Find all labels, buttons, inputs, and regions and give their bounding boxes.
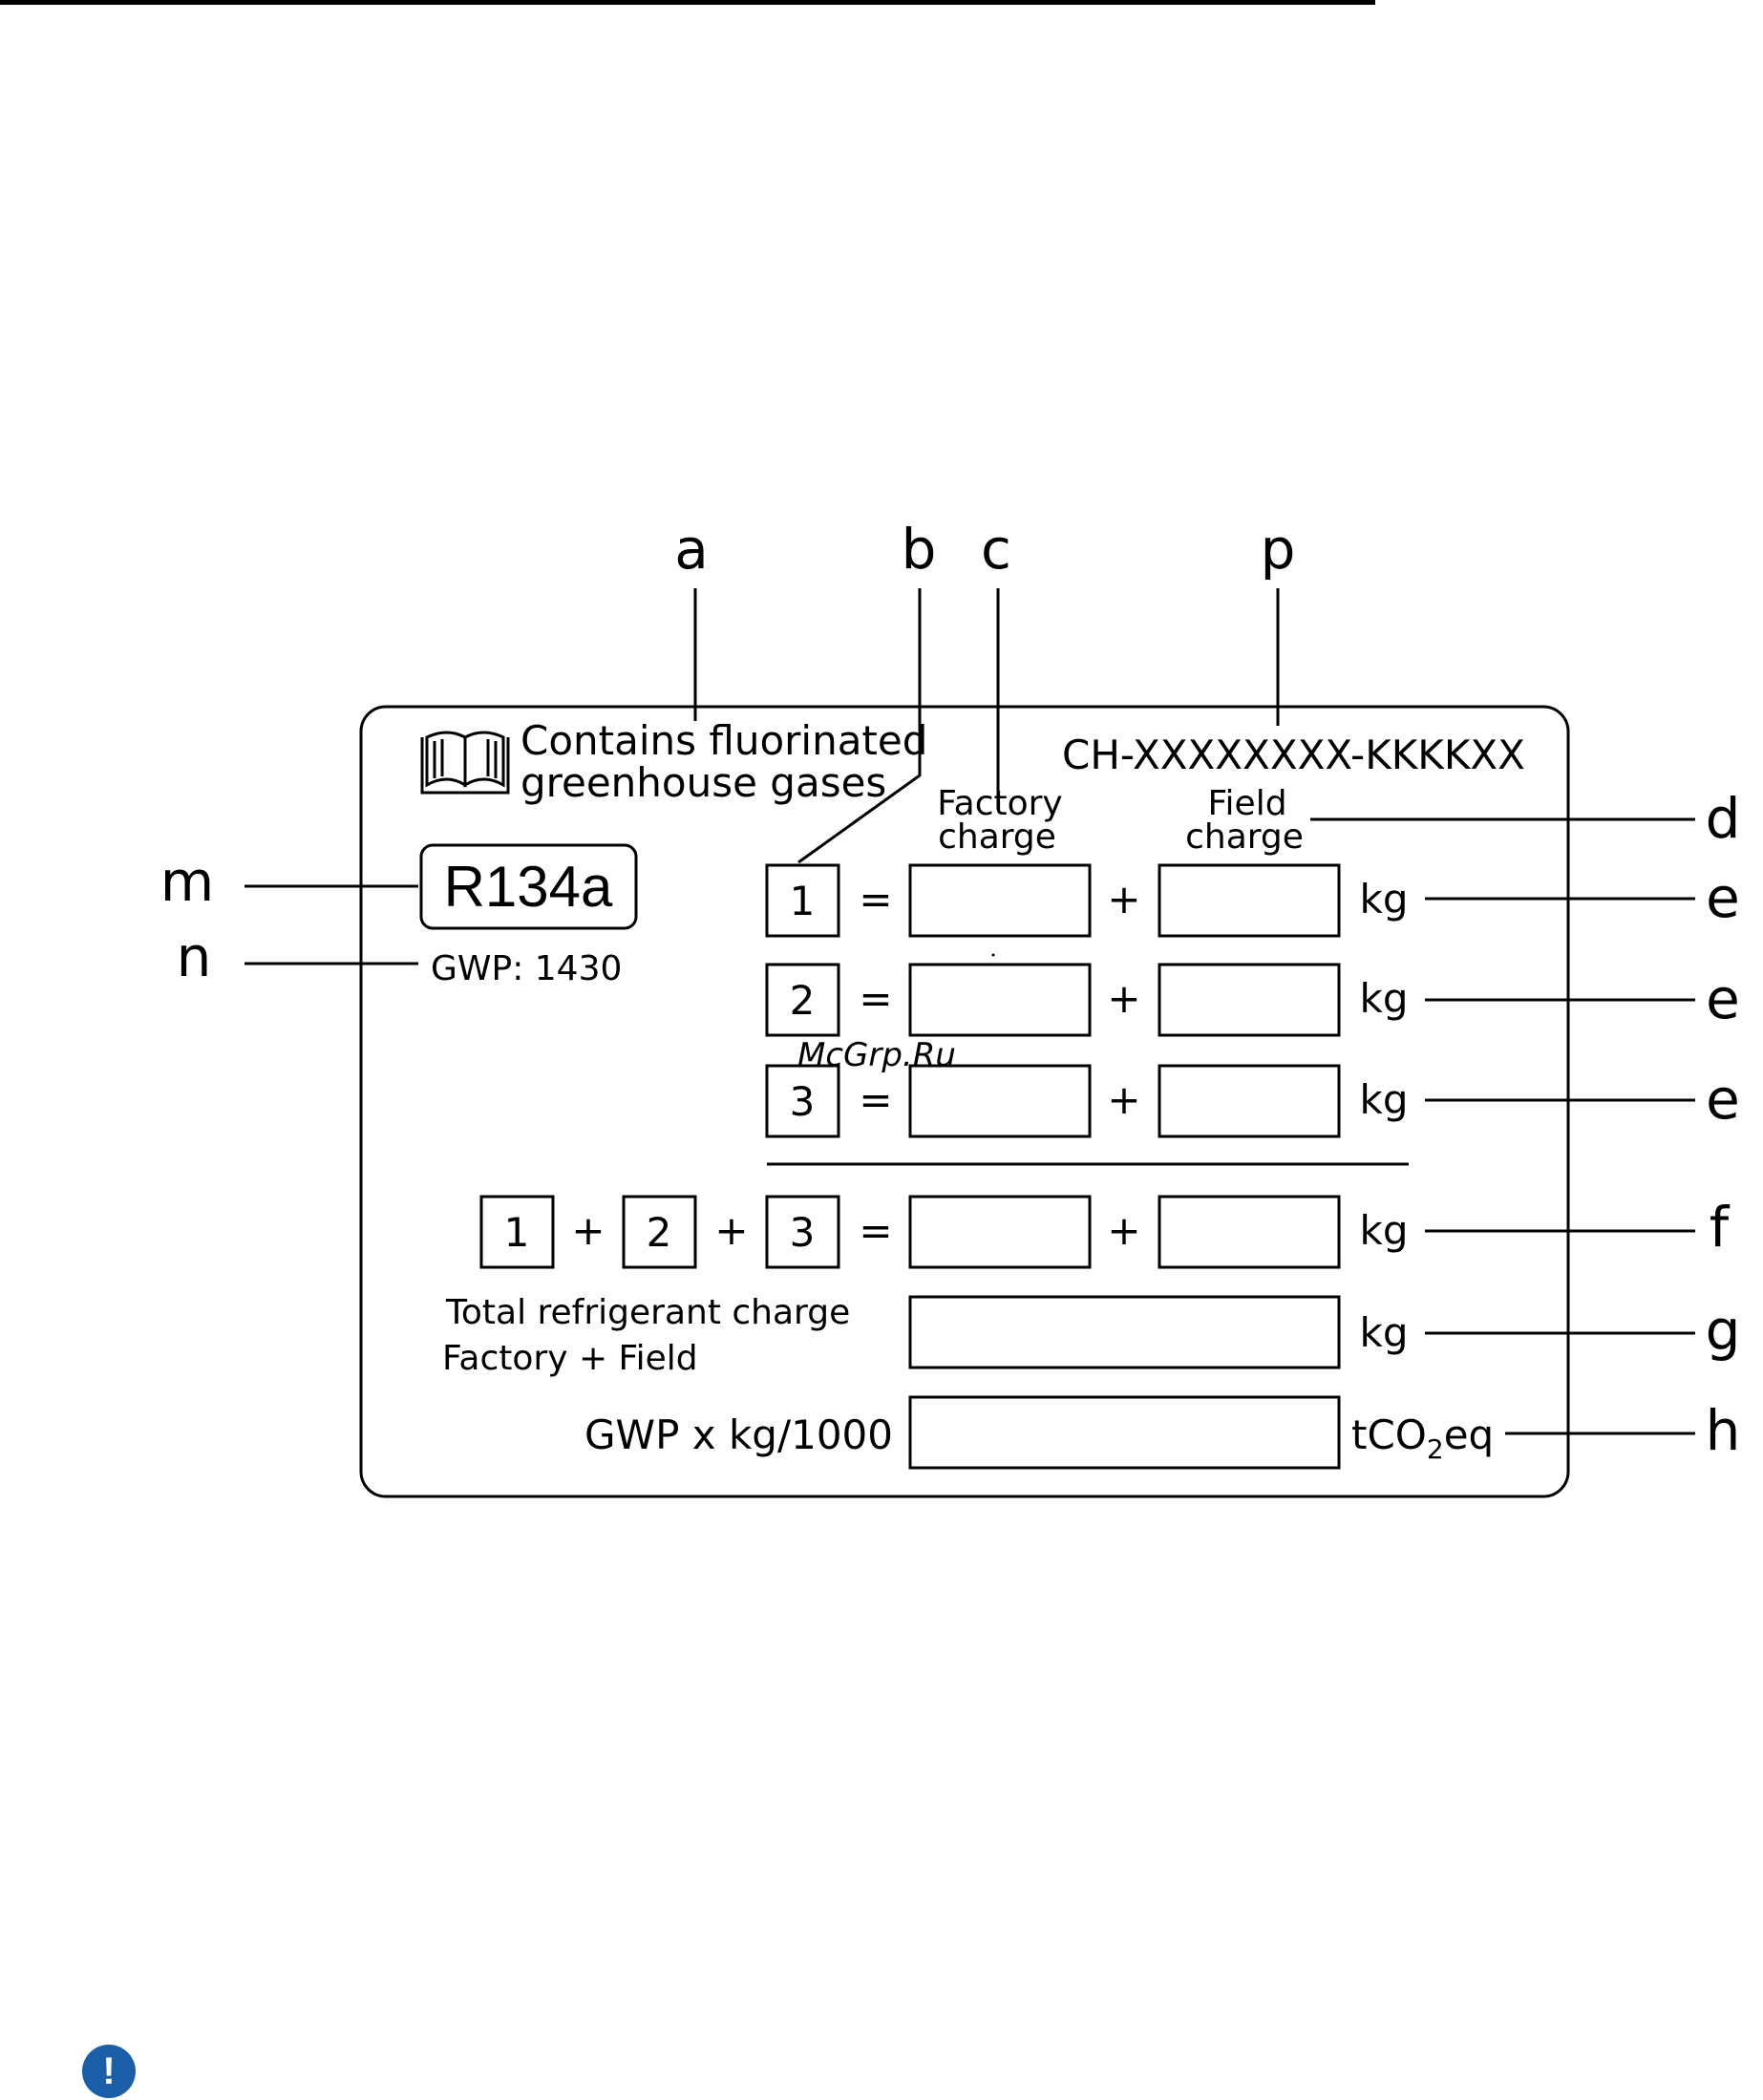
co2-unit-eq: eq	[1444, 1411, 1495, 1458]
row-number: 2	[790, 977, 816, 1024]
callout-f: f	[1710, 1195, 1731, 1260]
stray-dot	[992, 954, 995, 957]
unit-kg: kg	[1360, 876, 1409, 923]
contains-line-1: Contains fluorinated	[520, 717, 927, 764]
factory-charge-field[interactable]	[910, 965, 1090, 1035]
callout-p: p	[1261, 517, 1296, 582]
co2-unit-t: tCO	[1351, 1411, 1427, 1458]
callout-n: n	[177, 924, 212, 989]
callout-d: d	[1706, 786, 1741, 851]
co2-unit: tCO2eq	[1351, 1411, 1494, 1465]
sum-number-1: 1	[504, 1209, 530, 1256]
plus-sign: +	[1107, 876, 1140, 923]
field-charge-field[interactable]	[1159, 865, 1339, 936]
equals-sign: =	[859, 975, 892, 1022]
plus-sign: +	[1107, 975, 1140, 1022]
plus-sign: +	[1107, 1207, 1140, 1254]
charge-row-1: 1 = + kg	[767, 865, 1408, 936]
factory-charge-field[interactable]	[910, 865, 1090, 936]
callout-e-1: e	[1706, 865, 1740, 930]
gwp-value: GWP: 1430	[431, 949, 622, 988]
sum-number-3: 3	[790, 1209, 816, 1256]
charge-row-3: 3 = + kg	[767, 1066, 1408, 1136]
refrigerant-name: R134a	[444, 855, 613, 919]
unit-kg: kg	[1360, 1076, 1409, 1123]
book-icon	[422, 732, 508, 793]
callout-g: g	[1706, 1298, 1741, 1363]
co2-equivalent-field[interactable]	[910, 1397, 1339, 1468]
factory-header-2: charge	[938, 817, 1056, 857]
row-number: 1	[790, 878, 816, 924]
callout-b: b	[902, 517, 937, 582]
co2-unit-sub: 2	[1427, 1433, 1444, 1465]
total-unit-kg: kg	[1360, 1309, 1409, 1356]
field-charge-field[interactable]	[1159, 1066, 1339, 1136]
unit-kg: kg	[1360, 1207, 1409, 1254]
callout-a: a	[674, 517, 709, 582]
total-line-2: Factory + Field	[442, 1339, 698, 1378]
charge-row-2: 2 = + kg	[767, 965, 1408, 1035]
equals-sign: =	[859, 1207, 892, 1254]
callout-h: h	[1706, 1398, 1741, 1463]
sum-field-field[interactable]	[1159, 1197, 1339, 1267]
serial-number: CH-XXXXXXXX-KKKKXX	[1062, 732, 1525, 778]
sum-row: 1 + 2 + 3 = + kg	[481, 1197, 1408, 1267]
callout-e-2: e	[1706, 966, 1740, 1031]
row-number: 3	[790, 1078, 816, 1125]
gwp-formula: GWP x kg/1000	[584, 1411, 893, 1458]
plus-sign: +	[1107, 1076, 1140, 1123]
plus-sign: +	[571, 1207, 605, 1254]
watermark: McGrp.Ru	[797, 1036, 956, 1074]
callout-c: c	[981, 517, 1011, 582]
unit-kg: kg	[1360, 975, 1409, 1022]
equals-sign: =	[859, 1076, 892, 1123]
equals-sign: =	[859, 876, 892, 923]
factory-charge-field[interactable]	[910, 1066, 1090, 1136]
total-line-1: Total refrigerant charge	[445, 1293, 850, 1332]
callout-e-3: e	[1706, 1067, 1740, 1132]
exclamation-icon: !	[82, 2045, 136, 2098]
plus-sign: +	[714, 1207, 748, 1254]
sum-number-2: 2	[647, 1209, 672, 1256]
field-charge-field[interactable]	[1159, 965, 1339, 1035]
field-header-2: charge	[1185, 817, 1304, 857]
callout-m: m	[160, 849, 215, 914]
total-charge-field[interactable]	[910, 1297, 1339, 1368]
contains-line-2: greenhouse gases	[520, 759, 886, 806]
sum-factory-field[interactable]	[910, 1197, 1090, 1267]
